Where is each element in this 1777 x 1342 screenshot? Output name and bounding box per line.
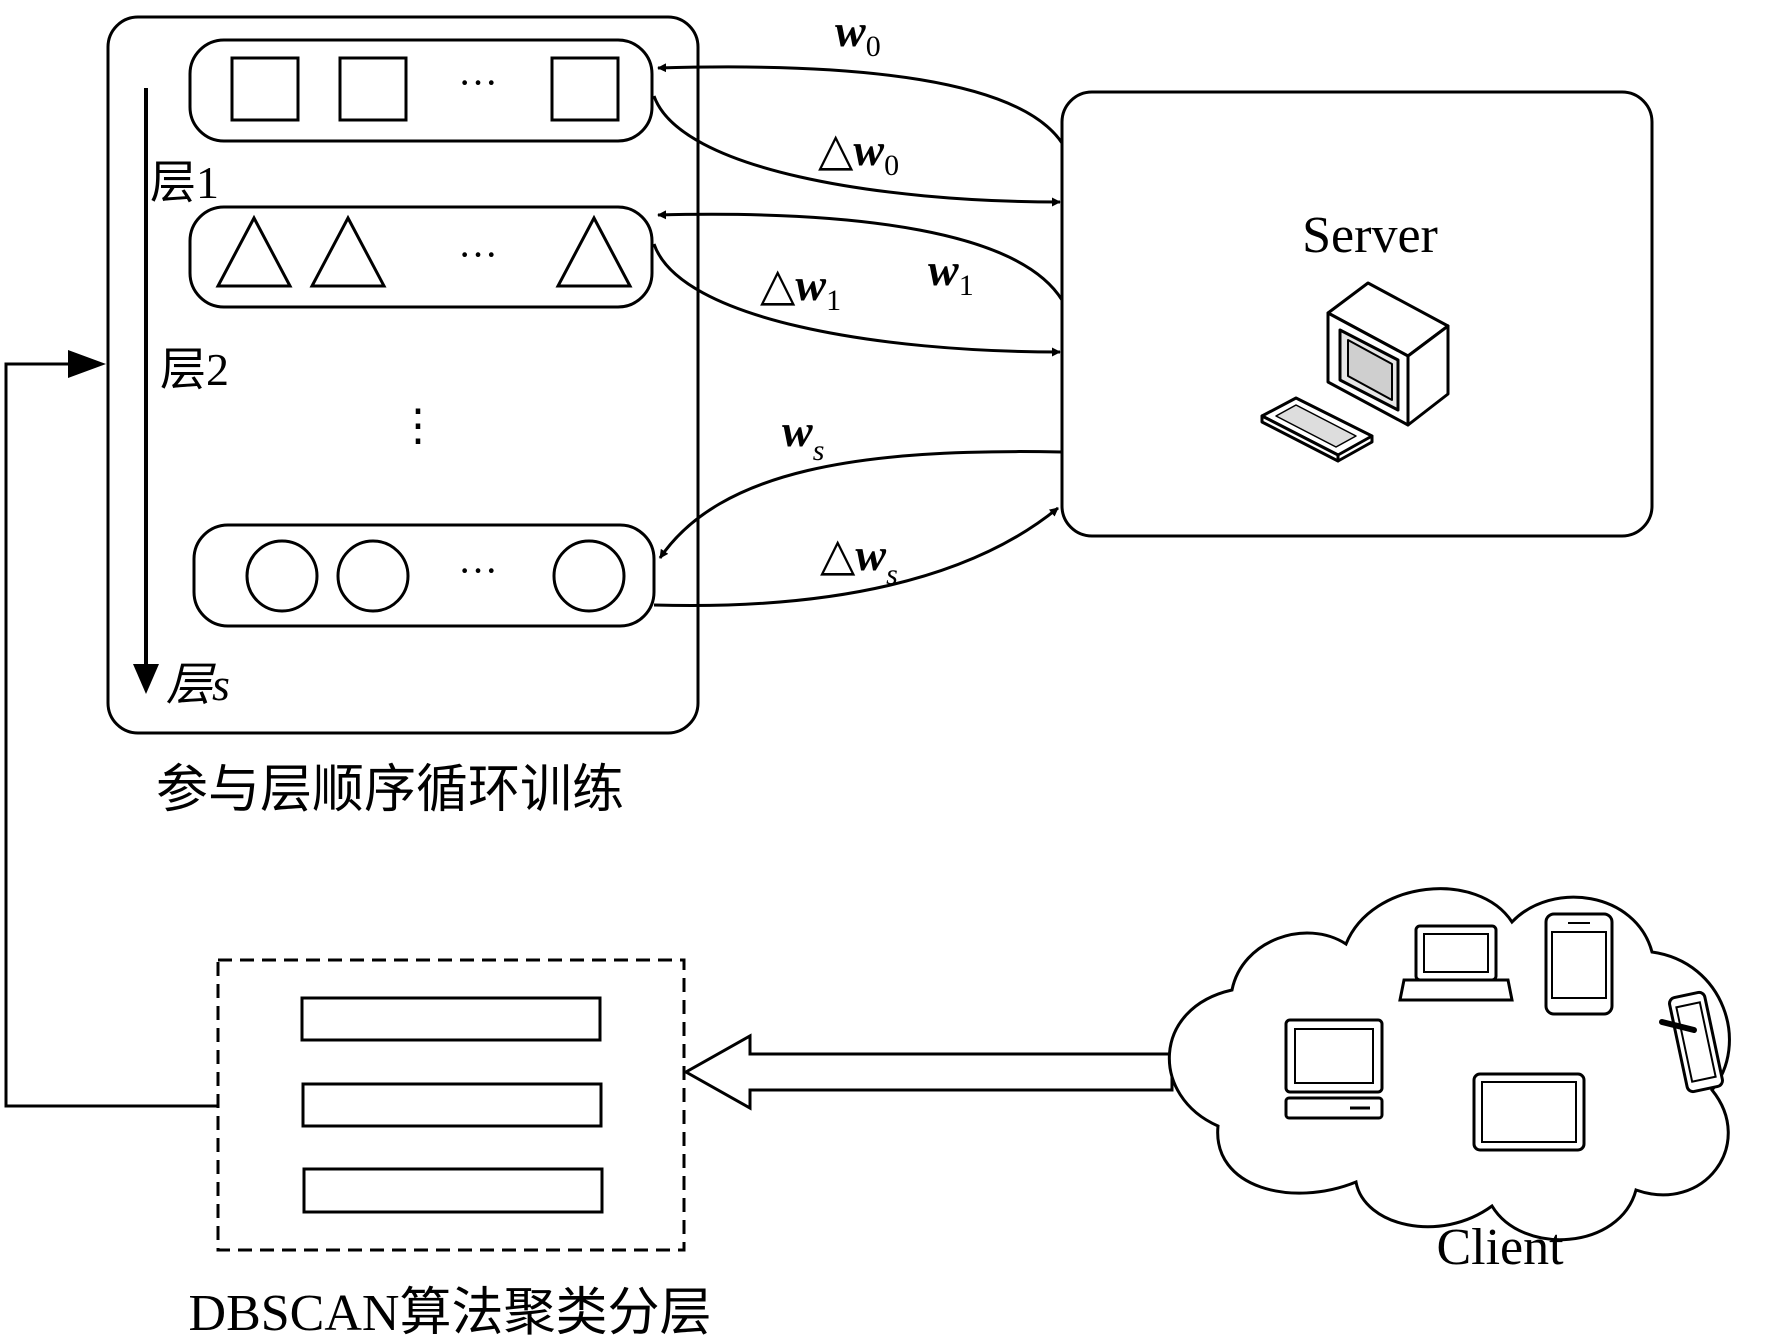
exchange-arrows (652, 63, 1064, 607)
label-delta-ws: △ws (820, 529, 898, 591)
circle-node (245, 539, 319, 613)
client-cloud (1168, 887, 1731, 1242)
desktop-computer-icon (1284, 1018, 1384, 1120)
label-w0: w0 (835, 5, 881, 63)
layer-1-label: 层1 (150, 157, 219, 208)
layers-panel-caption: 参与层顺序循环训练 (156, 762, 624, 819)
cluster-bar (301, 1082, 603, 1128)
smartphone-icon (1544, 912, 1614, 1016)
layer-1-row: ··· (188, 38, 654, 143)
label-ws: ws (782, 405, 824, 467)
arrow-delta-w0 (652, 95, 1061, 207)
layer-s-label: 层s (166, 659, 230, 710)
cluster-bar (302, 1167, 604, 1214)
circle-node (552, 539, 626, 613)
square-node (230, 56, 300, 122)
arrow-w1 (657, 210, 1064, 301)
row-ellipsis: ··· (458, 60, 498, 105)
label-delta-w1: △w1 (760, 259, 841, 317)
exchange-labels: w0 △w0 △w1 w1 ws △ws (760, 5, 974, 591)
server-box: Server (1060, 90, 1654, 538)
feedback-line (4, 350, 218, 1108)
square-node (550, 56, 620, 122)
label-delta-w0: △w0 (818, 124, 899, 182)
tablet-touch-icon (1659, 990, 1724, 1094)
clustering-box (216, 958, 686, 1252)
triangle-node (309, 214, 387, 288)
client-to-clustering-arrow (682, 1033, 1174, 1111)
triangle-node (215, 214, 293, 288)
circle-node (336, 539, 410, 613)
desktop-computer-icon (1260, 281, 1450, 463)
clustering-caption: DBSCAN算法聚类分层 (189, 1285, 712, 1342)
vertical-ellipsis: ⋮ (396, 401, 440, 450)
row-ellipsis: ··· (458, 548, 498, 593)
row-ellipsis: ··· (458, 232, 498, 277)
cluster-bar (300, 996, 602, 1042)
arrow-w0 (657, 63, 1064, 144)
laptop-icon (1398, 924, 1514, 1002)
square-node (338, 56, 408, 122)
client-label: Client (1436, 1219, 1564, 1276)
layer-s-row: ··· (192, 523, 656, 628)
arrow-delta-ws (653, 506, 1059, 607)
layer-2-row: ··· (188, 205, 654, 309)
arrow-ws (658, 450, 1063, 559)
server-label: Server (1302, 207, 1438, 264)
layers-panel: ··· ··· ⋮ ··· 层1 层2 层s (106, 15, 700, 735)
tablet-icon (1472, 1072, 1586, 1152)
arrow-delta-w1 (652, 243, 1061, 357)
layer-2-label: 层2 (160, 344, 229, 395)
triangle-node (555, 214, 633, 288)
label-w1: w1 (928, 244, 974, 302)
